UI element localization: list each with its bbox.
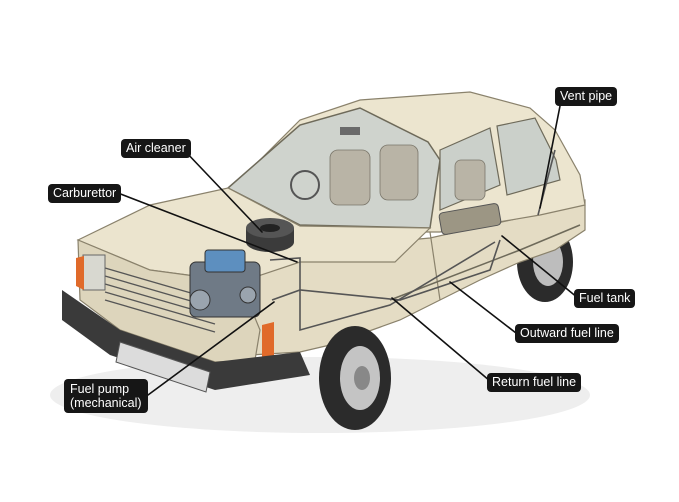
label-vent-pipe: Vent pipe — [555, 87, 617, 106]
indicator-left — [76, 256, 84, 290]
label-carburettor: Carburettor — [48, 184, 121, 203]
rear-view-mirror — [340, 127, 360, 135]
label-fuel-tank: Fuel tank — [574, 289, 635, 308]
label-air-cleaner: Air cleaner — [121, 139, 191, 158]
leader-outward-fuel-line — [450, 282, 516, 333]
headlamp-left — [83, 255, 105, 290]
label-return-fuel-line: Return fuel line — [487, 373, 581, 392]
label-outward-fuel-line: Outward fuel line — [515, 324, 619, 343]
front-wheel — [319, 326, 391, 430]
label-fuel-pump: Fuel pump (mechanical) — [64, 379, 148, 413]
